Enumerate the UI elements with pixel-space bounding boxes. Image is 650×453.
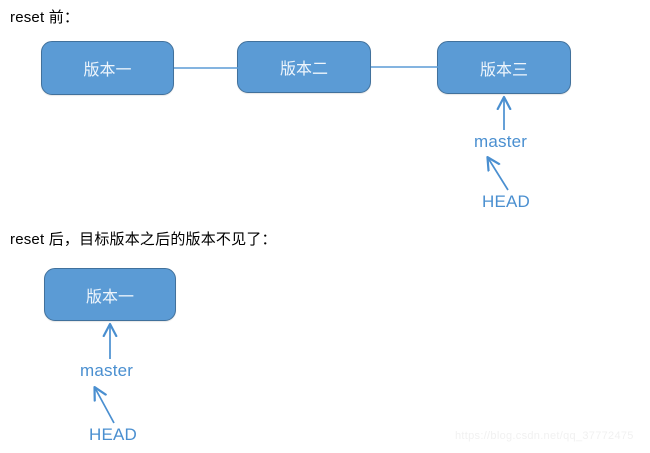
commit-box-label: 版本三: [479, 61, 528, 79]
head-label-before: HEAD: [482, 192, 531, 211]
commit-box-before-2: 版本二: [237, 41, 371, 93]
branch-label-after: master: [80, 361, 134, 380]
commit-box-before-1: 版本一: [41, 41, 174, 95]
arrow-head-to-master-before: [488, 158, 509, 191]
watermark: https://blog.csdn.net/qq_37772475: [455, 430, 634, 442]
commit-box-after-1: 版本一: [44, 268, 176, 321]
arrow-head-to-master-after: [95, 388, 115, 424]
commit-box-before-3: 版本三: [437, 41, 571, 94]
branch-label-before: master: [474, 132, 528, 151]
head-label-after: HEAD: [89, 425, 138, 444]
section-title-after: reset 后，目标版本之后的版本不见了：: [10, 231, 277, 248]
commit-box-label: 版本一: [85, 288, 134, 306]
commit-box-label: 版本二: [279, 61, 328, 78]
section-title-before: reset 前：: [10, 9, 80, 26]
commit-box-label: 版本一: [83, 62, 132, 79]
